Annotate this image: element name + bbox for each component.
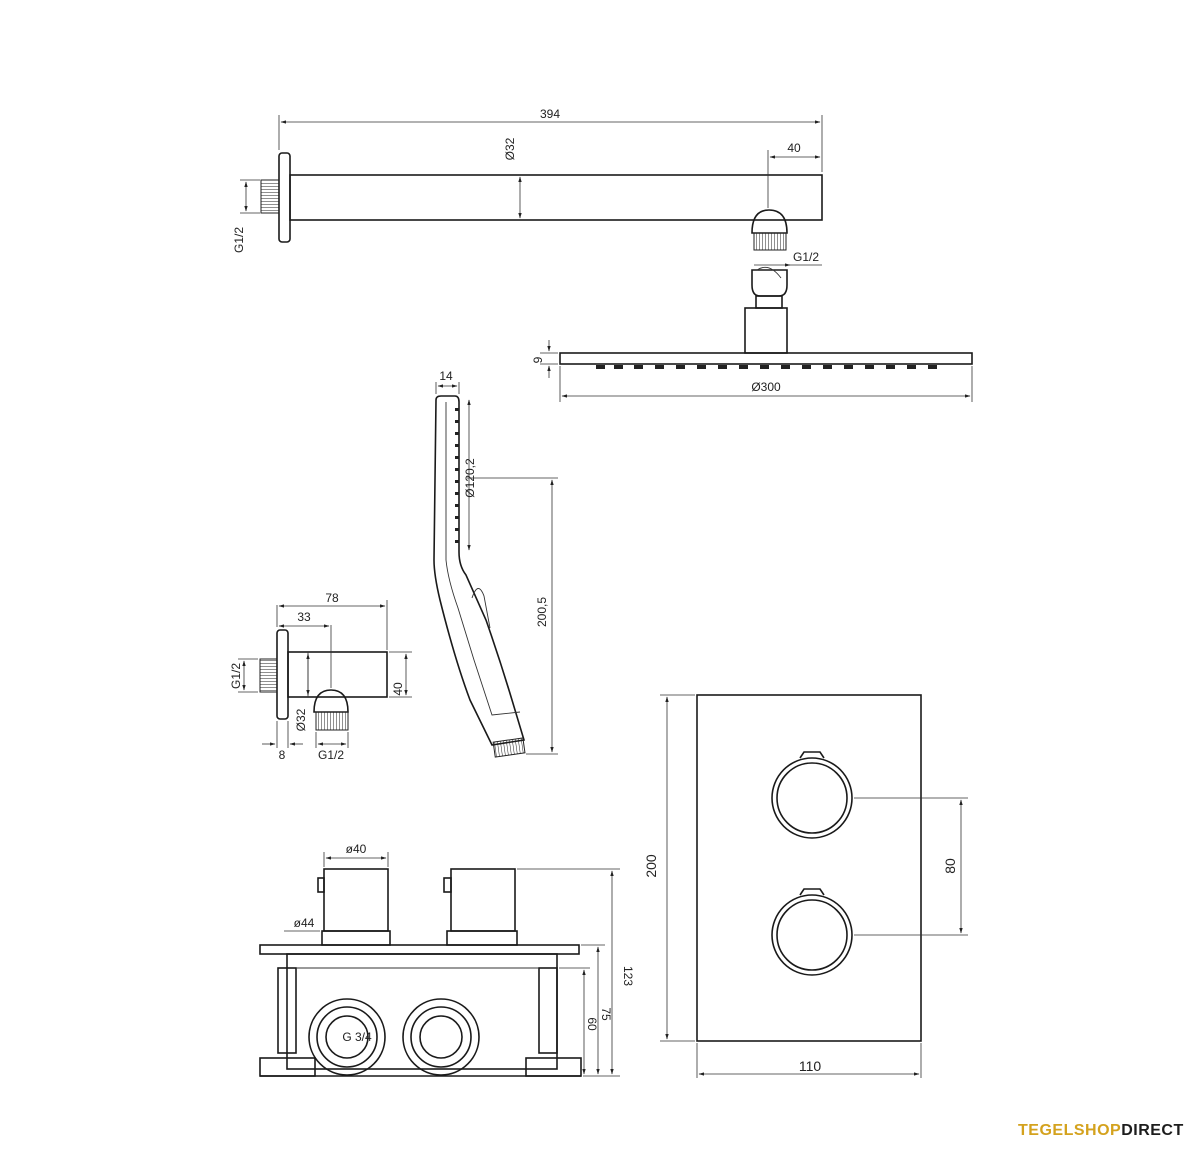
- arm-wall-thread-label: G1/2: [232, 227, 246, 253]
- arm-length-label: 394: [540, 107, 560, 121]
- brand-logo-part1: TEGELSHOP: [1018, 1122, 1122, 1139]
- outlet-offset-label: 33: [297, 610, 311, 624]
- rain-head-diameter-label: Ø300: [751, 380, 781, 394]
- hand-shower-view: 14 Ø120,2 200,5: [433, 369, 558, 758]
- rain-head-thickness-label: 9: [531, 356, 545, 363]
- arm-outlet-thread-label: G1/2: [793, 250, 819, 264]
- rain-head-nozzles: [596, 365, 937, 369]
- outlet-depth-label: 78: [325, 591, 339, 605]
- knob-spacing-label: 80: [942, 858, 958, 874]
- thermostat-body-view: G 3/4 ø40 ø44 123 75 60: [259, 842, 635, 1077]
- box-depth-60-label: 60: [585, 1017, 599, 1031]
- wall-outlet-view: 78 33 40 Ø32 G1/2 8 G1/2: [229, 591, 412, 762]
- hand-length-label: 200,5: [535, 597, 549, 627]
- connection-label: G 3/4: [342, 1030, 372, 1044]
- arm-diameter-label: Ø32: [503, 137, 517, 160]
- shower-arm-view: 394 Ø32 40 G1/2 G1/2 9 Ø300: [232, 107, 973, 402]
- plate-width-label: 110: [799, 1058, 822, 1074]
- arm-offset-label: 40: [787, 141, 801, 155]
- hand-width-label: 14: [439, 369, 453, 383]
- hand-shower-nozzles: [455, 408, 459, 543]
- brand-logo: TEGELSHOPDIRECT: [1018, 1122, 1184, 1140]
- knob-diameter-label: ø40: [346, 842, 367, 856]
- rosette-diameter-label: ø44: [294, 916, 315, 930]
- total-depth-label: 123: [621, 966, 635, 986]
- outlet-height-label: 40: [391, 682, 405, 696]
- plate-height-label: 200: [643, 854, 659, 878]
- outlet-diameter-label: Ø32: [294, 708, 308, 731]
- outlet-wall-thread-label: G1/2: [229, 663, 243, 689]
- brand-logo-part2: DIRECT: [1121, 1122, 1184, 1139]
- outlet-flange-label: 8: [279, 748, 286, 762]
- thermostat-plate-view: 200 110 80: [643, 694, 968, 1078]
- outlet-thread-label: G1/2: [318, 748, 344, 762]
- box-depth-75-label: 75: [599, 1007, 613, 1021]
